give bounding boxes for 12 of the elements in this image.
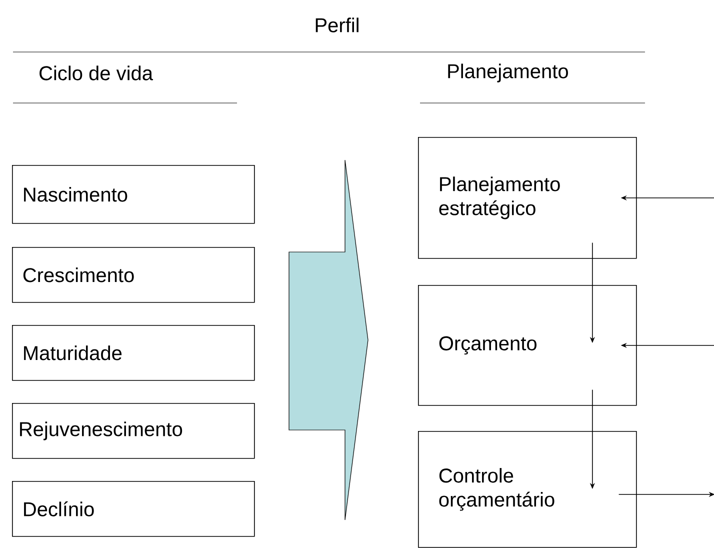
title: Perfil	[316, 18, 358, 32]
process-box: Maturidade	[12, 325, 255, 381]
process-box: Rejuvenescimento	[12, 403, 255, 459]
process-box: Controle orçamentário	[418, 431, 637, 548]
block-arrow	[288, 160, 368, 520]
process-box: Declínio	[12, 481, 255, 537]
column-heading: Planejamento	[448, 64, 568, 82]
column-heading: Ciclo de vida	[40, 66, 153, 80]
process-box: Nascimento	[12, 165, 255, 224]
process-box: Planejamento estratégico	[418, 137, 637, 259]
process-box: Crescimento	[12, 247, 255, 303]
process-box: Orçamento	[418, 285, 637, 406]
